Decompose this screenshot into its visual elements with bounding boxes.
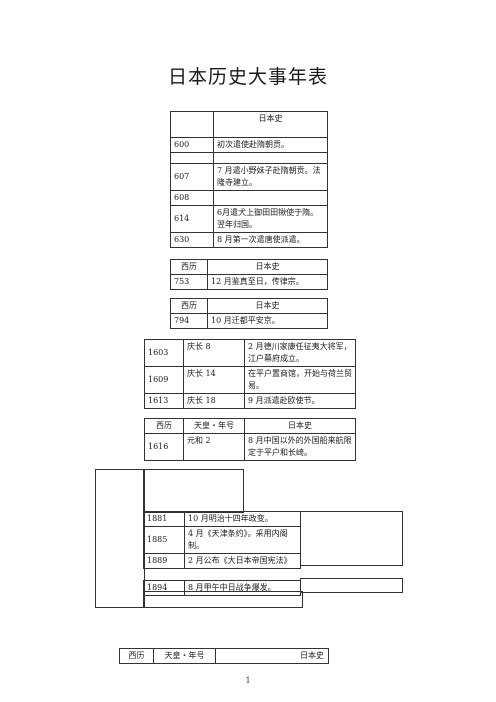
table-header-row: 西历 天皇・年号 日本史 (119, 648, 329, 664)
header-year: 西历 (170, 259, 208, 275)
header-japan-history: 日本史 (244, 418, 356, 434)
event-cell: 2 月公布《大日本帝国宪法》 (184, 553, 301, 569)
table-header-row: 日本史 (170, 111, 328, 138)
spacer-row (170, 152, 328, 164)
table-header-row: 西历 天皇・年号 日本史 (144, 418, 356, 434)
table-row: 1603 庆长 8 2 月德川家康任征夷大将军，江户幕府成立。 (144, 339, 356, 367)
year-cell: 1894 (143, 580, 185, 596)
table-row: 630 8 月第一次遣唐使派遣。 (170, 232, 328, 248)
table-row: 1889 2 月公布《大日本帝国宪法》 (143, 553, 301, 569)
table-row: 1616 元和 2 8 月中国以外的外国船来航限定于平户和长崎。 (144, 433, 356, 461)
table-794: 西历 日本史 794 10 月迁都平安京。 (170, 298, 328, 329)
era-cell: 庆长 18 (183, 393, 245, 409)
event-cell: 4 月《天津条约》。采用内阁制。 (184, 526, 301, 554)
table-row: 600 初次遣使赴隋朝贡。 (170, 137, 328, 153)
event-cell: 7 月遣小野妹子赴隋朝贡。法隆寺建立。 (213, 163, 328, 191)
header-year: 西历 (119, 648, 154, 664)
event-cell: 初次遣使赴隋朝贡。 (213, 137, 328, 153)
year-cell: 1885 (143, 526, 185, 554)
header-japan-history: 日本史 (207, 298, 328, 314)
event-cell: 12 月鉴真至日，传律宗。 (207, 274, 328, 290)
table-600-630: 日本史 600 初次遣使赴隋朝贡。 607 7 月遣小野妹子赴隋朝贡。法隆寺建立… (170, 111, 328, 248)
table-header-only: 西历 天皇・年号 日本史 (119, 648, 329, 664)
table-row: 1881 10 月明治十四年政变。 (143, 511, 301, 527)
table-header-row: 西历 日本史 (170, 298, 328, 314)
event-cell: 2 月德川家康任征夷大将军，江户幕府成立。 (244, 339, 356, 367)
event-cell: 8 月第一次遣唐使派遣。 (213, 232, 328, 248)
table-row: 614 6月遣犬上御田田锹使于隋。翌年归国。 (170, 205, 328, 233)
year-cell: 607 (170, 163, 214, 191)
table-row: 1885 4 月《天津条约》。采用内阁制。 (143, 526, 301, 554)
year-cell: 614 (170, 205, 214, 233)
year-cell: 600 (170, 137, 214, 153)
table-row: 1609 庆长 14 在平户置商馆，开始与荷兰贸易。 (144, 366, 356, 394)
table-frame-header (143, 469, 244, 513)
event-cell: 8 月中国以外的外国船来航限定于平户和长崎。 (244, 433, 356, 461)
year-cell: 1613 (144, 393, 184, 409)
table-frame-right-bottom (300, 578, 403, 593)
header-era: 天皇・年号 (153, 648, 216, 664)
header-era: 天皇・年号 (183, 418, 245, 434)
table-1616: 西历 天皇・年号 日本史 1616 元和 2 8 月中国以外的外国船来航限定于平… (144, 418, 356, 461)
event-cell: 10 月明治十四年政变。 (184, 511, 301, 527)
table-753: 西历 日本史 753 12 月鉴真至日，传律宗。 (170, 259, 328, 290)
year-cell: 1609 (144, 366, 184, 394)
table-frame-outer (95, 469, 145, 608)
year-cell: 1881 (143, 511, 185, 527)
event-cell: 9 月派遣赴欧使节。 (244, 393, 356, 409)
spacer-row (144, 569, 301, 581)
year-cell: 753 (170, 274, 208, 290)
table-1881-1894: 1881 10 月明治十四年政变。 1885 4 月《天津条约》。采用内阁制。 … (143, 511, 301, 596)
header-japan-history: 日本史 (215, 648, 329, 664)
header-year: 西历 (144, 418, 184, 434)
page-number: 1 (245, 676, 251, 685)
event-cell (213, 190, 328, 206)
event-cell: 8 月甲午中日战争爆发。 (184, 580, 301, 596)
table-row: 607 7 月遣小野妹子赴隋朝贡。法隆寺建立。 (170, 163, 328, 191)
header-empty-cell (170, 111, 214, 138)
year-cell: 608 (170, 190, 214, 206)
table-1603-1613: 1603 庆长 8 2 月德川家康任征夷大将军，江户幕府成立。 1609 庆长 … (144, 339, 356, 409)
year-cell: 1889 (143, 553, 185, 569)
page-title: 日本历史大事年表 (167, 66, 328, 88)
year-cell: 630 (170, 232, 214, 248)
event-cell: 6月遣犬上御田田锹使于隋。翌年归国。 (213, 205, 328, 233)
table-row: 794 10 月迁都平安京。 (170, 313, 328, 329)
era-cell: 元和 2 (183, 433, 245, 461)
event-cell: 在平户置商馆，开始与荷兰贸易。 (244, 366, 356, 394)
table-row: 608 (170, 190, 328, 206)
year-cell: 794 (170, 313, 208, 329)
table-row: 1613 庆长 18 9 月派遣赴欧使节。 (144, 393, 356, 409)
header-year: 西历 (170, 298, 208, 314)
table-header-row: 西历 日本史 (170, 259, 328, 275)
table-frame-right (300, 511, 403, 566)
header-japan-history: 日本史 (207, 259, 328, 275)
event-cell: 10 月迁都平安京。 (207, 313, 328, 329)
table-row: 753 12 月鉴真至日，传律宗。 (170, 274, 328, 290)
year-cell: 1603 (144, 339, 184, 367)
era-cell: 庆长 14 (183, 366, 245, 394)
header-japan-history: 日本史 (213, 111, 328, 138)
year-cell: 1616 (144, 433, 184, 461)
table-row: 1894 8 月甲午中日战争爆发。 (143, 580, 301, 596)
era-cell: 庆长 8 (183, 339, 245, 367)
